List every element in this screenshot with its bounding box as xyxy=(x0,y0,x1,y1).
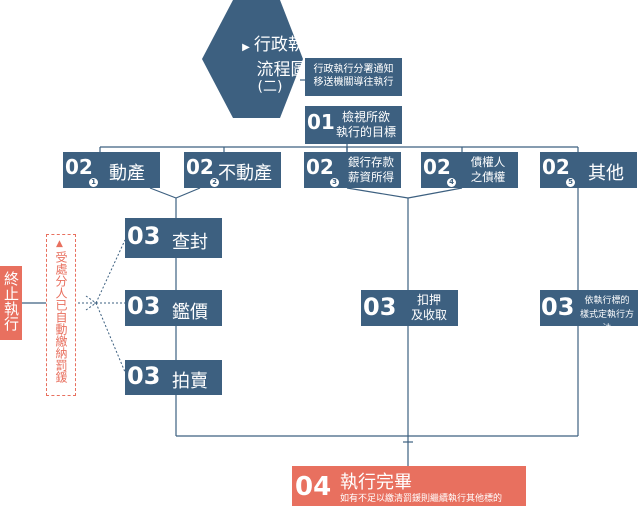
target-label: 不動產 xyxy=(218,163,272,184)
step03-seizure: 03 查封 xyxy=(125,218,222,258)
target-number: 02 xyxy=(542,155,570,179)
step04-subtext: 如有不足以繳清罰鍰則繼續執行其他標的 xyxy=(340,494,503,504)
step03-number: 03 xyxy=(541,293,575,321)
step03-number: 03 xyxy=(127,362,161,390)
target-marker-icon: 2 xyxy=(210,178,219,187)
target-number: 02 xyxy=(65,155,93,179)
target-number: 02 xyxy=(186,155,214,179)
target-label: 動產 xyxy=(109,163,145,184)
target-number: 02 xyxy=(306,155,334,179)
step03-label: 及收取 xyxy=(410,308,447,322)
step01-line1: 檢視所欲 xyxy=(341,110,390,124)
target-label: 債權人 xyxy=(470,155,506,169)
step04-label: 執行完畢 xyxy=(340,472,412,493)
title-line1: 行政執行 xyxy=(253,35,322,55)
title-main: ▶行政執行 流程圖 xyxy=(242,34,322,81)
target-marker-icon: 3 xyxy=(330,178,339,187)
step03-label: 拍賣 xyxy=(172,371,208,392)
step03-label: 查封 xyxy=(172,232,208,253)
target-bank-salary: 02 3 銀行存款 薪資所得 xyxy=(304,152,401,188)
step03-other-method: 03 依執行標的 樣式定執行方法 xyxy=(540,290,638,334)
title-line2: 流程圖 xyxy=(256,60,308,80)
step03-number: 03 xyxy=(127,222,161,250)
step03-label: 扣押 xyxy=(416,293,441,307)
target-immovable: 02 2 不動產 xyxy=(184,152,281,188)
title-note-line2: 移送機關導往執行 xyxy=(313,77,394,88)
step03-auction: 03 拍賣 xyxy=(125,360,222,395)
target-marker-icon: 5 xyxy=(566,178,575,187)
title-line3: (二) xyxy=(257,79,283,95)
side-note-text: 受處分人已自動繳納罰鍰 xyxy=(54,251,68,383)
title-hexagon xyxy=(202,0,303,118)
step03-attach-collect: 03 扣押 及收取 xyxy=(361,290,458,326)
step01-line2: 執行的目標 xyxy=(335,125,396,139)
title-note-line1: 行政執行分署通知 xyxy=(313,64,394,75)
step03-appraisal: 03 鑑價 xyxy=(125,290,222,326)
target-label: 其他 xyxy=(588,163,624,184)
step04-box: 04 執行完畢 如有不足以繳清罰鍰則繼續執行其他標的 xyxy=(292,466,526,506)
title-arrow-icon: ▶ xyxy=(242,42,250,53)
side-note-arrow-icon: ▲ xyxy=(56,239,63,249)
step03-number: 03 xyxy=(363,293,397,321)
target-label: 之債權 xyxy=(470,170,506,184)
step03-label: 依執行標的 xyxy=(584,296,630,306)
target-label: 薪資所得 xyxy=(348,170,394,184)
target-marker-icon: 4 xyxy=(447,178,456,187)
title-note: 行政執行分署通知 移送機關導往執行 xyxy=(305,58,402,96)
side-note-box: ▲ 受處分人已自動繳納罰鍰 xyxy=(46,234,76,396)
target-movable: 02 1 動產 xyxy=(63,152,160,188)
step03-number: 03 xyxy=(127,292,161,320)
step01-box: 01 檢視所欲 執行的目標 xyxy=(305,106,402,144)
target-number: 02 xyxy=(423,155,451,179)
terminate-box: 終止執行 xyxy=(0,266,22,340)
step04-number: 04 xyxy=(295,472,332,502)
step03-label: 鑑價 xyxy=(172,302,208,323)
terminate-text: 終止執行 xyxy=(2,271,20,331)
target-marker-icon: 1 xyxy=(89,178,98,187)
step03-label: 樣式定執行方法 xyxy=(579,310,634,334)
target-label: 銀行存款 xyxy=(348,155,394,169)
step01-number: 01 xyxy=(307,110,335,134)
target-creditor: 02 4 債權人 之債權 xyxy=(421,152,518,188)
target-other: 02 5 其他 xyxy=(540,152,637,188)
